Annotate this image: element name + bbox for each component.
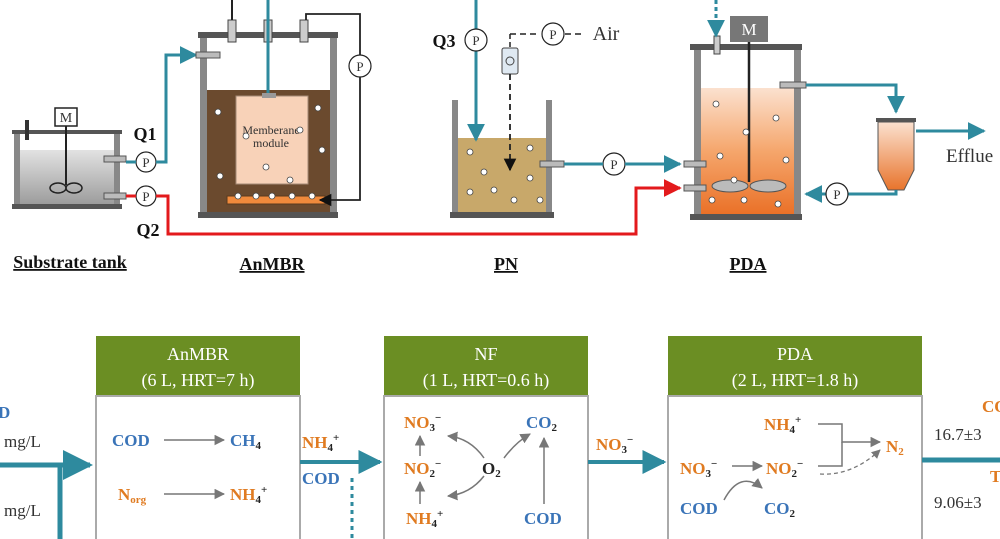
pda-bubbles (708, 100, 790, 208)
nf-nh4: NH4+ (406, 508, 443, 530)
anmbr-norg: Norg (118, 485, 147, 506)
anmbr-cod: COD (112, 431, 150, 450)
box-anmbr: AnMBR (6 L, HRT=7 h) (95, 336, 301, 539)
settler (876, 118, 916, 191)
pump-air (541, 22, 565, 46)
right-label-top: CO (982, 397, 1000, 416)
svg-text:P: P (142, 155, 149, 170)
substrate-tank: M (12, 107, 127, 209)
svg-text:P: P (472, 33, 479, 48)
link2-no3: NO3− (596, 434, 633, 456)
anmbr-reactor: Memberane module (195, 0, 338, 218)
nf-o2: O2 (482, 459, 501, 480)
box-nf: NF (1 L, HRT=0.6 h) (383, 336, 589, 539)
pda-co2: CO2 (764, 499, 796, 520)
pump-q3 (464, 28, 488, 52)
pn-label: PN (494, 254, 518, 274)
svg-text:(1 L, HRT=0.6 h): (1 L, HRT=0.6 h) (423, 370, 550, 391)
right-value-top: 16.7±3 (934, 425, 982, 444)
nf-co2: CO2 (526, 413, 558, 434)
svg-text:P: P (610, 157, 617, 172)
pump-return (825, 182, 849, 206)
box-pda: PDA (2 L, HRT=1.8 h) (667, 336, 923, 539)
svg-text:P: P (356, 59, 363, 74)
motor-label: M (60, 111, 73, 126)
left-value-1: mg/L (4, 432, 41, 451)
pda-reactor: M (683, 16, 807, 220)
flowmeter (501, 47, 519, 75)
right-label-bottom: T (990, 467, 1000, 486)
pn-bubbles (466, 144, 544, 204)
link1-cod: COD (302, 469, 340, 488)
svg-text:P: P (549, 27, 556, 42)
nf-cod: COD (524, 509, 562, 528)
pda-label: PDA (730, 254, 767, 274)
left-value-2: mg/L (4, 501, 41, 520)
pda-cod: COD (680, 499, 718, 518)
svg-text:(2 L, HRT=1.8 h): (2 L, HRT=1.8 h) (732, 370, 859, 391)
anmbr-bubbles (214, 104, 326, 200)
membrane-label-2: module (253, 136, 289, 150)
pda-motor-label: M (741, 20, 756, 39)
svg-text:P: P (833, 187, 840, 202)
pda-nh4: NH4+ (764, 414, 801, 436)
pda-n2: N2 (886, 437, 904, 458)
anmbr-ch4: CH4 (230, 431, 262, 452)
link1-nh4: NH4+ (302, 432, 339, 454)
nf-no2: NO2− (404, 458, 441, 480)
membrane-label-1: Memberane (242, 123, 299, 137)
pda-no3: NO3− (680, 458, 717, 480)
substrate-tank-label: Substrate tank (13, 252, 127, 272)
svg-text:PDA: PDA (777, 344, 813, 364)
svg-text:P: P (142, 189, 149, 204)
svg-text:AnMBR: AnMBR (167, 344, 229, 364)
left-cod-fragment: D (0, 403, 10, 422)
pn-reactor (450, 100, 565, 218)
svg-text:NF: NF (474, 344, 497, 364)
pipe-q2 (126, 188, 680, 236)
q1-label: Q1 (133, 124, 156, 144)
air-label: Air (593, 23, 620, 45)
right-value-bottom: 9.06±3 (934, 493, 982, 512)
q2-label: Q2 (136, 220, 159, 240)
pipe-q1 (126, 55, 196, 164)
effluent-label: Efflue (946, 146, 993, 167)
pda-no2: NO2− (766, 458, 803, 480)
svg-text:(6 L, HRT=7 h): (6 L, HRT=7 h) (141, 370, 254, 391)
anmbr-nh4: NH4+ (230, 484, 267, 506)
anmbr-label: AnMBR (239, 254, 305, 274)
nf-no3: NO3− (404, 412, 441, 434)
q3-label: Q3 (432, 31, 455, 51)
